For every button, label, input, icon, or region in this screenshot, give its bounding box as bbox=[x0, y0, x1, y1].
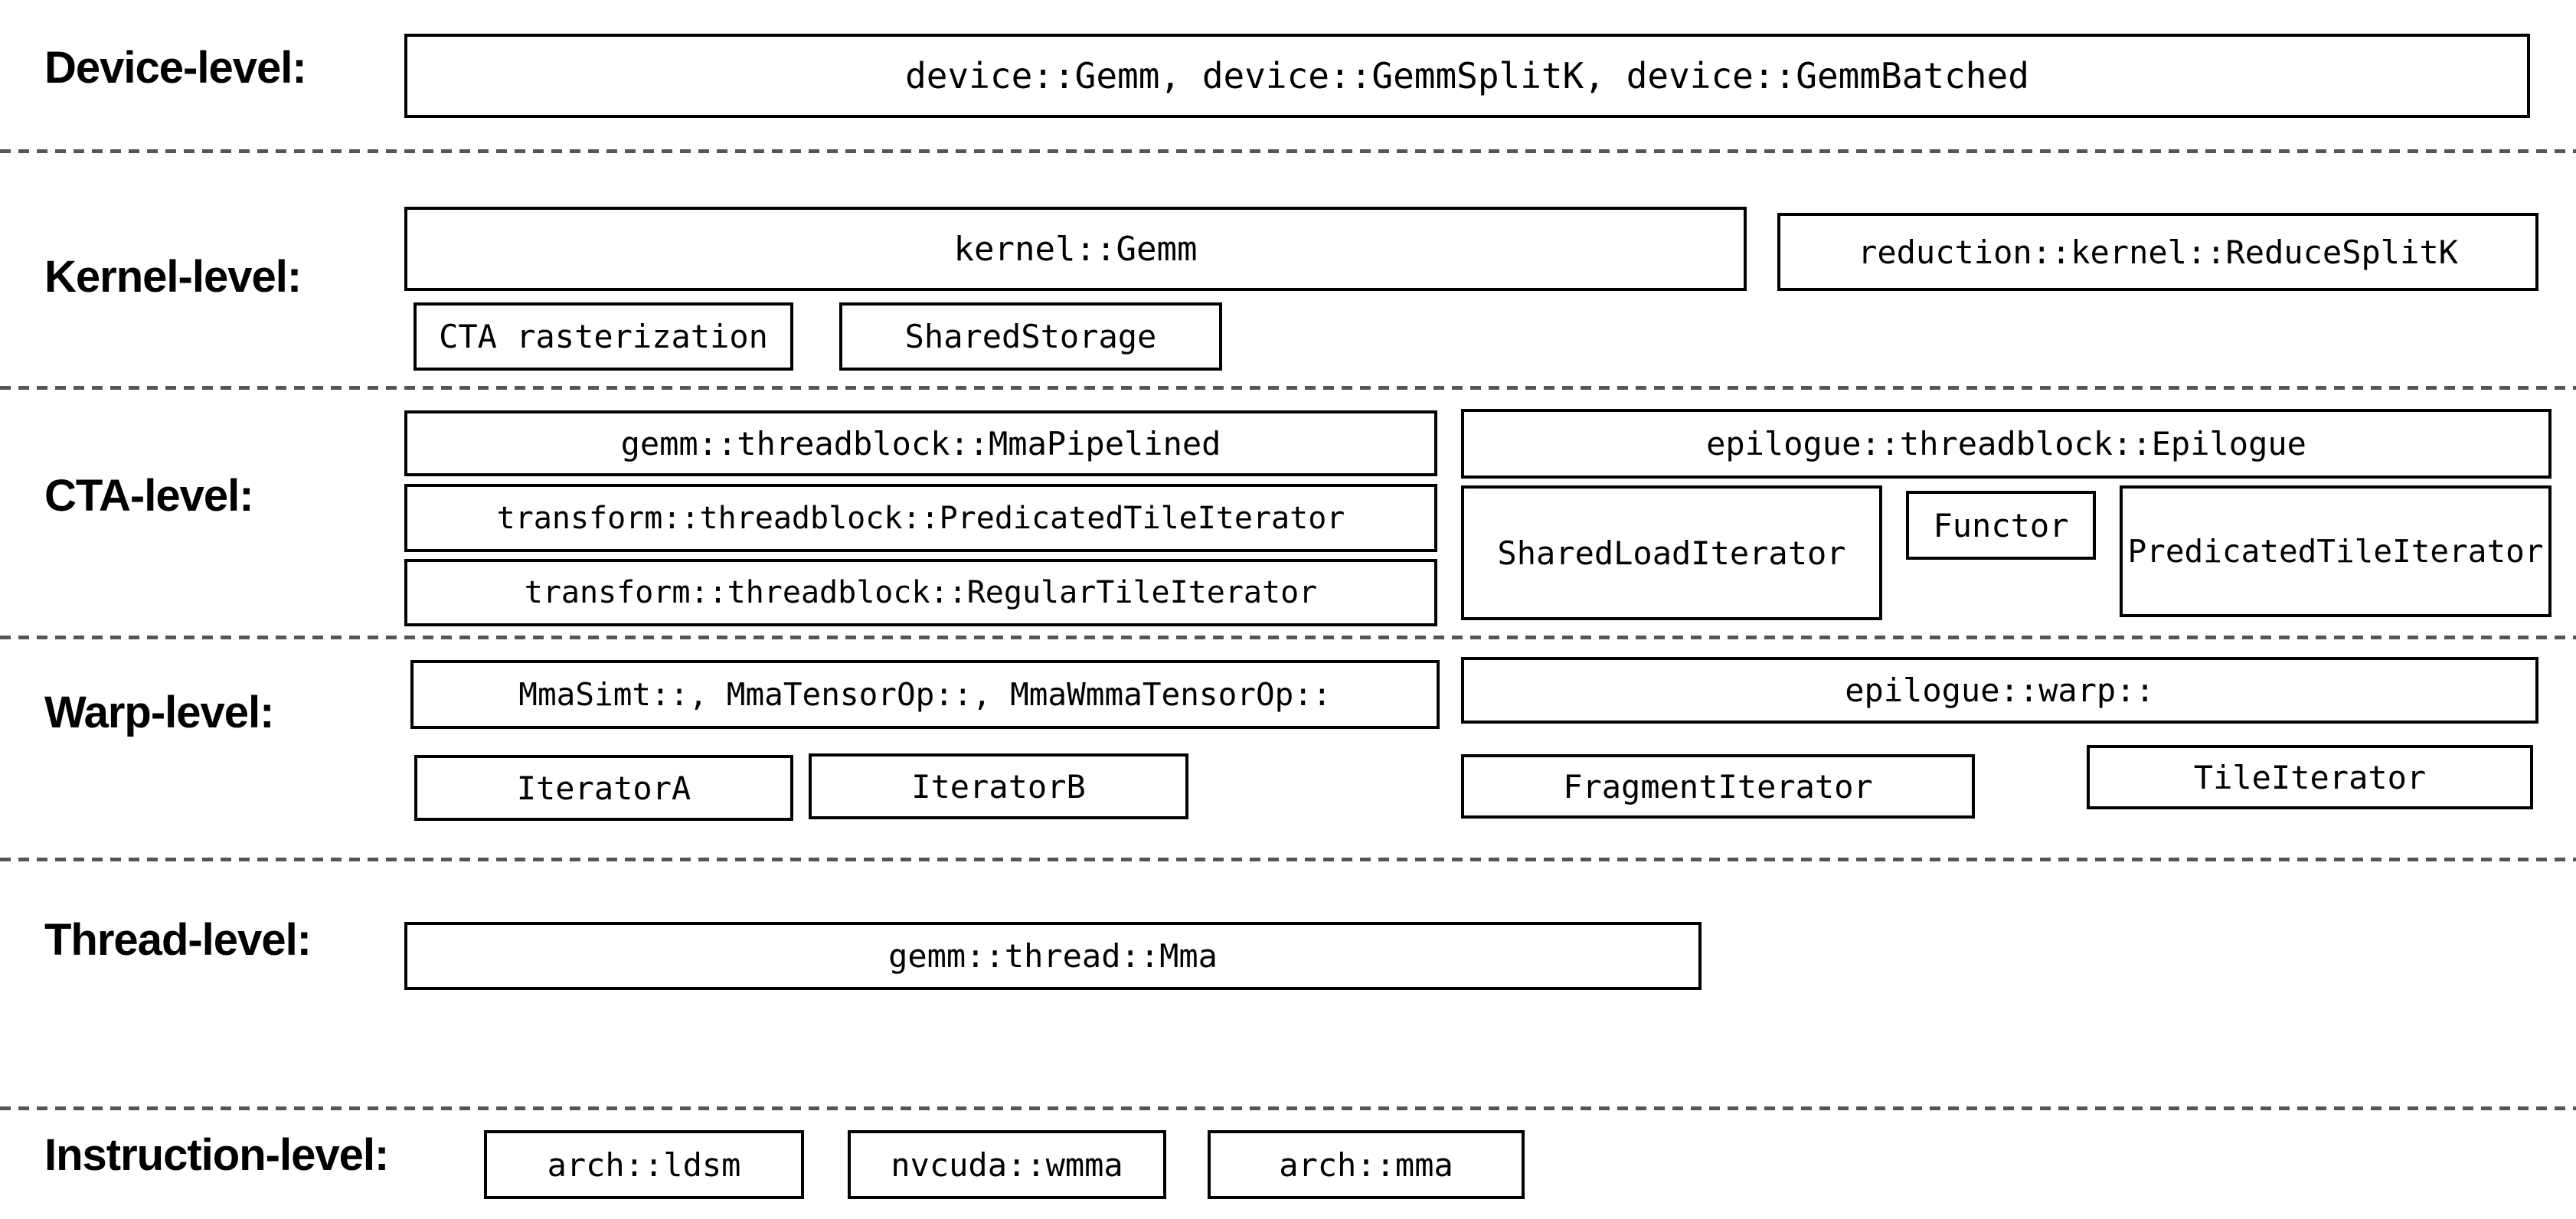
box-device-apis: device::Gemm, device::GemmSplitK, device… bbox=[404, 34, 2530, 118]
box-iterator-a: IteratorA bbox=[414, 755, 793, 821]
box-regular-tile-iterator: transform::threadblock::RegularTileItera… bbox=[404, 559, 1437, 626]
box-arch-ldsm: arch::ldsm bbox=[484, 1130, 804, 1199]
box-nvcuda-wmma: nvcuda::wmma bbox=[848, 1130, 1166, 1199]
box-tile-iterator: TileIterator bbox=[2087, 745, 2533, 809]
box-shared-storage: SharedStorage bbox=[839, 302, 1222, 371]
box-fragment-iterator: FragmentIterator bbox=[1461, 754, 1975, 819]
box-cta-rasterization: CTA rasterization bbox=[414, 302, 793, 371]
level-label-thread: Thread-level: bbox=[44, 915, 312, 965]
box-mma-pipelined: gemm::threadblock::MmaPipelined bbox=[404, 410, 1437, 476]
level-label-cta: CTA-level: bbox=[44, 471, 254, 521]
dashed-separator bbox=[0, 858, 2576, 861]
box-iterator-b: IteratorB bbox=[809, 753, 1188, 819]
level-label-instruction: Instruction-level: bbox=[44, 1130, 389, 1180]
box-thread-mma: gemm::thread::Mma bbox=[404, 922, 1702, 990]
box-epilogue-threadblock: epilogue::threadblock::Epilogue bbox=[1461, 409, 2551, 479]
box-warp-mma: MmaSimt::, MmaTensorOp::, MmaWmmaTensorO… bbox=[410, 660, 1440, 729]
box-shared-load-iterator: SharedLoadIterator bbox=[1461, 485, 1882, 620]
box-kernel-gemm: kernel::Gemm bbox=[404, 207, 1747, 291]
level-label-device: Device-level: bbox=[44, 43, 307, 93]
level-label-kernel: Kernel-level: bbox=[44, 252, 302, 302]
level-label-warp: Warp-level: bbox=[44, 688, 274, 737]
dashed-separator bbox=[0, 1106, 2576, 1110]
box-epilogue-warp: epilogue::warp:: bbox=[1461, 657, 2538, 724]
dashed-separator bbox=[0, 636, 2576, 639]
box-reduce-splitk: reduction::kernel::ReduceSplitK bbox=[1777, 213, 2538, 291]
dashed-separator bbox=[0, 386, 2576, 390]
dashed-separator bbox=[0, 149, 2576, 153]
box-arch-mma: arch::mma bbox=[1208, 1130, 1525, 1199]
box-predicated-tile-iterator-transform: transform::threadblock::PredicatedTileIt… bbox=[404, 484, 1437, 552]
box-predicated-tile-iterator-epilogue: PredicatedTileIterator bbox=[2120, 485, 2551, 617]
box-functor: Functor bbox=[1906, 491, 2096, 560]
